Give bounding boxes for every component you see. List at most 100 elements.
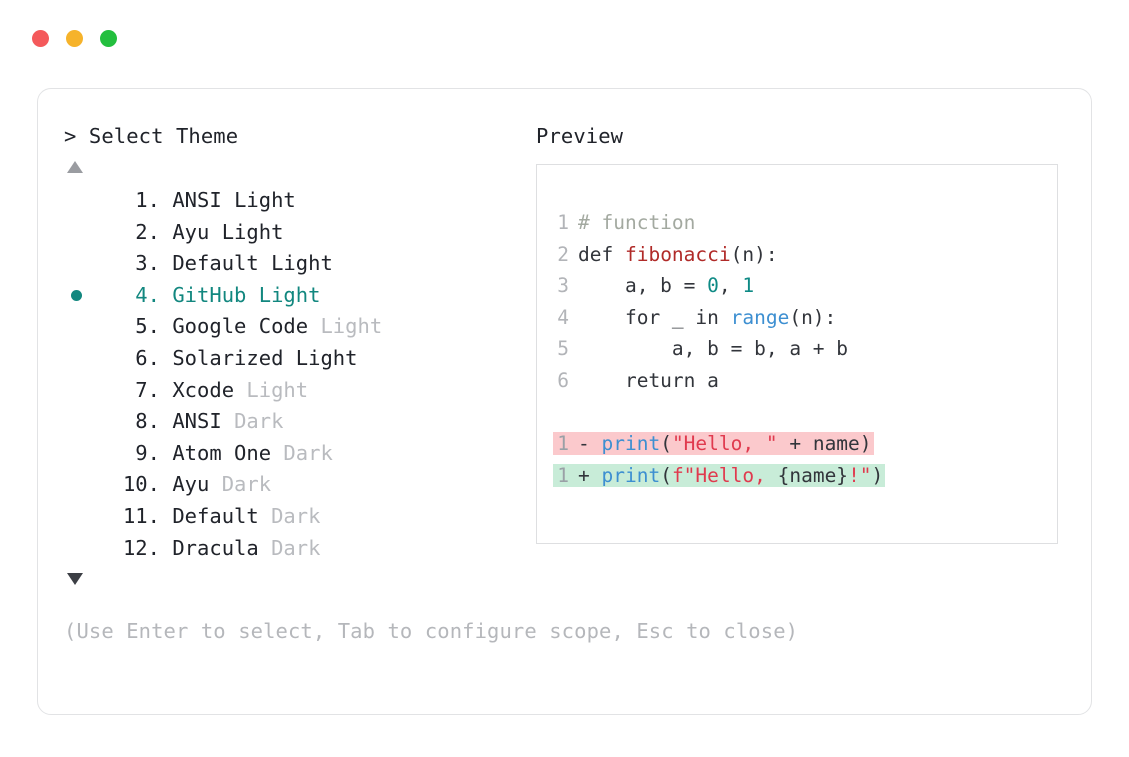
code-token: (n): — [789, 305, 837, 329]
selected-indicator-icon — [71, 290, 82, 302]
diff-highlight: 1 + print(f"Hello, {name}!") — [553, 463, 886, 487]
code-token: ( — [660, 463, 672, 487]
theme-list-item[interactable]: 4. GitHub Light — [64, 280, 534, 312]
theme-list-item[interactable]: 10. Ayu Dark — [64, 469, 534, 501]
code-line: 3 a, b = 0, 1 — [553, 270, 1057, 302]
theme-list-item[interactable]: 3. Default Light — [64, 248, 534, 280]
code-token: 1 — [742, 274, 755, 298]
select-theme-heading: > Select Theme — [64, 124, 239, 148]
code-line: 6 return a — [553, 365, 1057, 397]
theme-variant-label: Dark — [221, 472, 272, 497]
theme-name: Ayu — [160, 219, 222, 244]
theme-index: 6. — [122, 345, 160, 370]
code-token: print — [601, 432, 661, 456]
theme-index: 11. — [122, 503, 160, 528]
line-number: 6 — [557, 368, 569, 392]
theme-index: 7. — [122, 377, 160, 402]
theme-name: Atom One — [160, 440, 284, 465]
diff-line-add: 1 + print(f"Hello, {name}!") — [553, 460, 1057, 492]
theme-list-item[interactable]: 11. Default Dark — [64, 501, 534, 533]
code-token: # function — [578, 211, 696, 234]
theme-variant-label: Light — [221, 219, 284, 244]
code-token: , — [718, 274, 743, 298]
code-token: + name) — [777, 432, 872, 456]
theme-selector-pane: > Select Theme 1. ANSI Light 2. Ayu Ligh… — [64, 123, 534, 586]
line-number: 3 — [557, 274, 569, 298]
code-token: f"Hello, — [671, 463, 778, 487]
theme-list-item[interactable]: 12. Dracula Dark — [64, 533, 534, 565]
code-token: ) — [871, 463, 884, 487]
theme-variant-label: Light — [234, 188, 296, 212]
theme-index: 8. — [122, 409, 160, 434]
theme-name: Solarized — [160, 345, 296, 370]
theme-list-item[interactable]: 2. Ayu Light — [64, 217, 534, 249]
line-number: 5 — [557, 337, 569, 361]
theme-name: ANSI — [160, 188, 235, 212]
theme-list: 1. ANSI Light 2. Ayu Light 3. Default Li… — [64, 185, 534, 564]
theme-index: 9. — [122, 440, 160, 465]
minimize-window-button[interactable] — [66, 30, 83, 47]
maximize-window-button[interactable] — [100, 30, 117, 47]
code-token: ( — [660, 432, 672, 456]
theme-list-item[interactable]: 6. Solarized Light — [64, 343, 534, 375]
theme-list-item[interactable]: 1. ANSI Light — [64, 185, 534, 217]
theme-variant-label: Dark — [271, 503, 321, 528]
theme-picker-card: > Select Theme 1. ANSI Light 2. Ayu Ligh… — [37, 88, 1092, 715]
theme-variant-label: Dark — [283, 440, 333, 465]
code-blank-line — [553, 397, 1057, 429]
scroll-down-icon[interactable] — [67, 573, 83, 586]
theme-index: 12. — [122, 535, 160, 560]
code-line: 1 # function — [553, 207, 1057, 239]
theme-variant-label: Light — [295, 345, 358, 370]
theme-index: 1. — [122, 188, 160, 212]
code-token: def — [578, 242, 625, 266]
code-token: range — [730, 305, 790, 329]
code-token: (n): — [730, 242, 778, 266]
theme-variant-label: Light — [246, 377, 309, 402]
preview-heading: Preview — [536, 124, 624, 148]
code-line: 5 a, b = b, a + b — [553, 333, 1057, 365]
theme-name: Ayu — [160, 472, 222, 497]
theme-index: 3. — [122, 251, 160, 276]
code-token: print — [601, 463, 661, 487]
theme-variant-label: Light — [258, 282, 321, 307]
code-token: 0 — [707, 274, 719, 298]
code-token: {name} — [777, 463, 849, 487]
code-line: 2 def fibonacci(n): — [553, 239, 1057, 271]
theme-list-item[interactable]: 7. Xcode Light — [64, 375, 534, 407]
diff-marker: + — [578, 463, 602, 487]
diff-highlight: 1- print("Hello, " + name) — [553, 432, 874, 456]
theme-list-item[interactable]: 9. Atom One Dark — [64, 438, 534, 470]
code-token: !" — [848, 463, 872, 487]
line-number: 1 — [557, 211, 569, 234]
theme-list-item[interactable]: 8. ANSI Dark — [64, 406, 534, 438]
code-token: for _ in — [578, 305, 731, 329]
theme-name: Xcode — [160, 377, 247, 402]
scroll-up-icon[interactable] — [67, 161, 83, 173]
theme-index: 5. — [122, 314, 160, 339]
window-traffic-lights — [32, 30, 117, 47]
theme-variant-label: Light — [271, 251, 333, 276]
keyboard-hint: (Use Enter to select, Tab to configure s… — [64, 619, 799, 644]
code-token: a, b = b, a + b — [578, 337, 849, 361]
close-window-button[interactable] — [32, 30, 49, 47]
theme-name: Default — [160, 251, 272, 276]
line-number: 2 — [557, 242, 569, 266]
theme-index: 2. — [122, 219, 160, 244]
theme-variant-label: Dark — [234, 409, 284, 434]
theme-list-item[interactable]: 5. Google Code Light — [64, 311, 534, 343]
code-line: 4 for _ in range(n): — [553, 302, 1057, 334]
code-token: "Hello, " — [671, 432, 778, 456]
theme-index: 4. — [122, 282, 160, 307]
code-token: fibonacci — [624, 242, 731, 266]
theme-variant-label: Light — [320, 314, 383, 339]
theme-name: Dracula — [160, 535, 272, 560]
code-token: return a — [578, 368, 719, 392]
line-number: 1 — [557, 463, 569, 487]
code-token: a, b = — [578, 274, 708, 298]
diff-line-del: 1- print("Hello, " + name) — [553, 428, 1057, 460]
line-number: 1 — [557, 432, 569, 456]
theme-name: Google Code — [160, 314, 321, 339]
